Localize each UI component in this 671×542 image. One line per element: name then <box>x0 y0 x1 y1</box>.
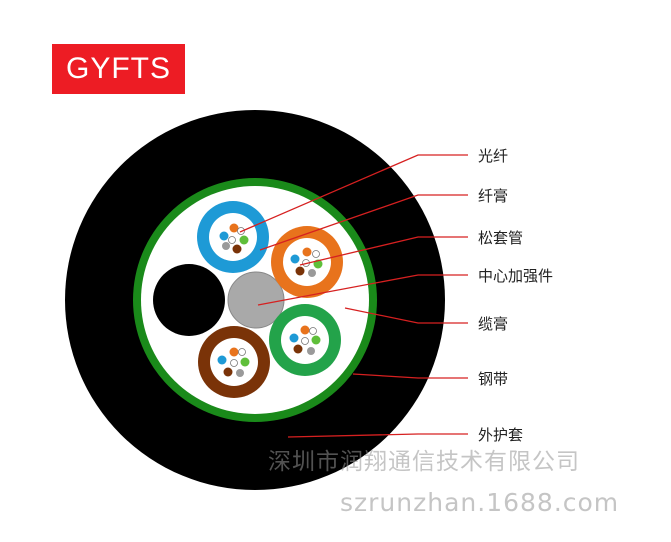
label-loose-tube: 松套管 <box>478 229 524 247</box>
loose-tube-orange <box>271 226 343 298</box>
leader-line-loose-tube <box>299 236 468 266</box>
leader-line-steel-tape <box>352 373 468 379</box>
leader-line-outer-sheath <box>287 433 468 438</box>
label-fiber: 光纤 <box>478 147 509 165</box>
filler-rod <box>153 264 225 336</box>
label-cable-filling: 缆膏 <box>478 315 509 333</box>
leader-line-fiber-gel <box>259 194 468 251</box>
loose-tube-brown <box>198 326 270 398</box>
cable-type-title: GYFTS <box>52 44 185 94</box>
label-fiber-gel: 纤膏 <box>478 187 509 205</box>
loose-tube-blue <box>197 201 269 273</box>
label-steel-tape: 钢带 <box>478 370 509 388</box>
label-outer-sheath: 外护套 <box>478 426 524 444</box>
watermark-site: szrunzhan.1688.com <box>340 488 620 517</box>
leader-line-fiber <box>239 154 468 233</box>
leader-lines <box>239 154 468 438</box>
watermark-company: 深圳市润翔通信技术有限公司 <box>268 449 580 475</box>
leader-line-central-member <box>257 274 468 306</box>
label-central-member: 中心加强件 <box>478 267 554 285</box>
loose-tube-green <box>269 304 341 376</box>
leader-line-cable-filling <box>344 307 468 324</box>
